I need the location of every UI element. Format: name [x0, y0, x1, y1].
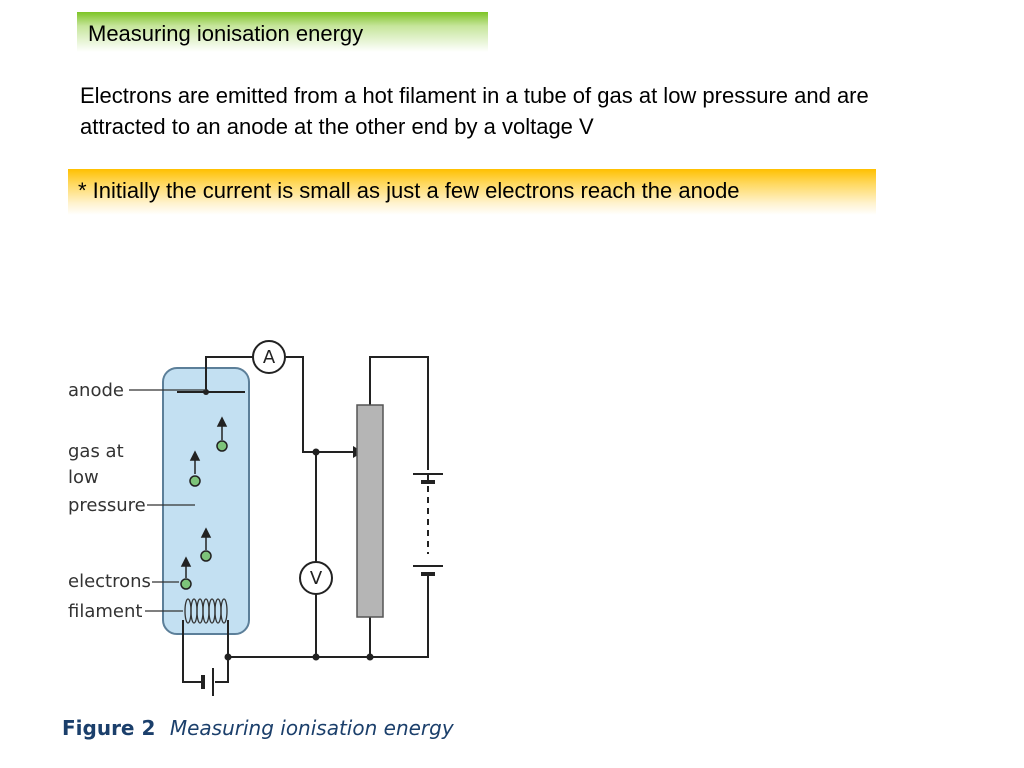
- wire-junctions: [224, 448, 374, 661]
- battery-cells: [413, 473, 443, 576]
- note-text: * Initially the current is small as just…: [78, 178, 740, 203]
- caption-figure-number: Figure 2: [62, 716, 155, 740]
- apparatus-diagram: A V anode gas at low pressure electrons …: [62, 340, 455, 740]
- label-gas-1: gas at: [68, 441, 124, 462]
- title-banner: [77, 12, 488, 52]
- label-electrons: electrons: [68, 571, 151, 592]
- filament-coil: [184, 598, 228, 624]
- electron-particles: [180, 416, 228, 590]
- gas-tube: [162, 367, 250, 635]
- apparatus-figure: A V anode gas at low pressure electrons …: [55, 330, 495, 760]
- ammeter-icon: [252, 340, 286, 374]
- caption-title: Measuring ionisation energy: [170, 716, 455, 740]
- slide-title: Measuring ionisation energy: [88, 21, 364, 46]
- label-filament: filament: [68, 601, 142, 622]
- figure-caption: Figure 2 Measuring ionisation energy: [62, 716, 455, 740]
- variable-resistor: [356, 404, 384, 618]
- ammeter-label: A: [263, 347, 276, 368]
- circuit-wires: [182, 356, 429, 683]
- label-gas-2: low: [68, 467, 99, 488]
- intro-paragraph: Electrons are emitted from a hot filamen…: [80, 83, 869, 139]
- label-gas-3: pressure: [68, 495, 146, 516]
- voltmeter-label: V: [310, 568, 323, 589]
- voltmeter-icon: [299, 561, 333, 595]
- filament-battery: [201, 668, 214, 696]
- note-banner: [68, 169, 876, 215]
- label-anode: anode: [68, 380, 124, 401]
